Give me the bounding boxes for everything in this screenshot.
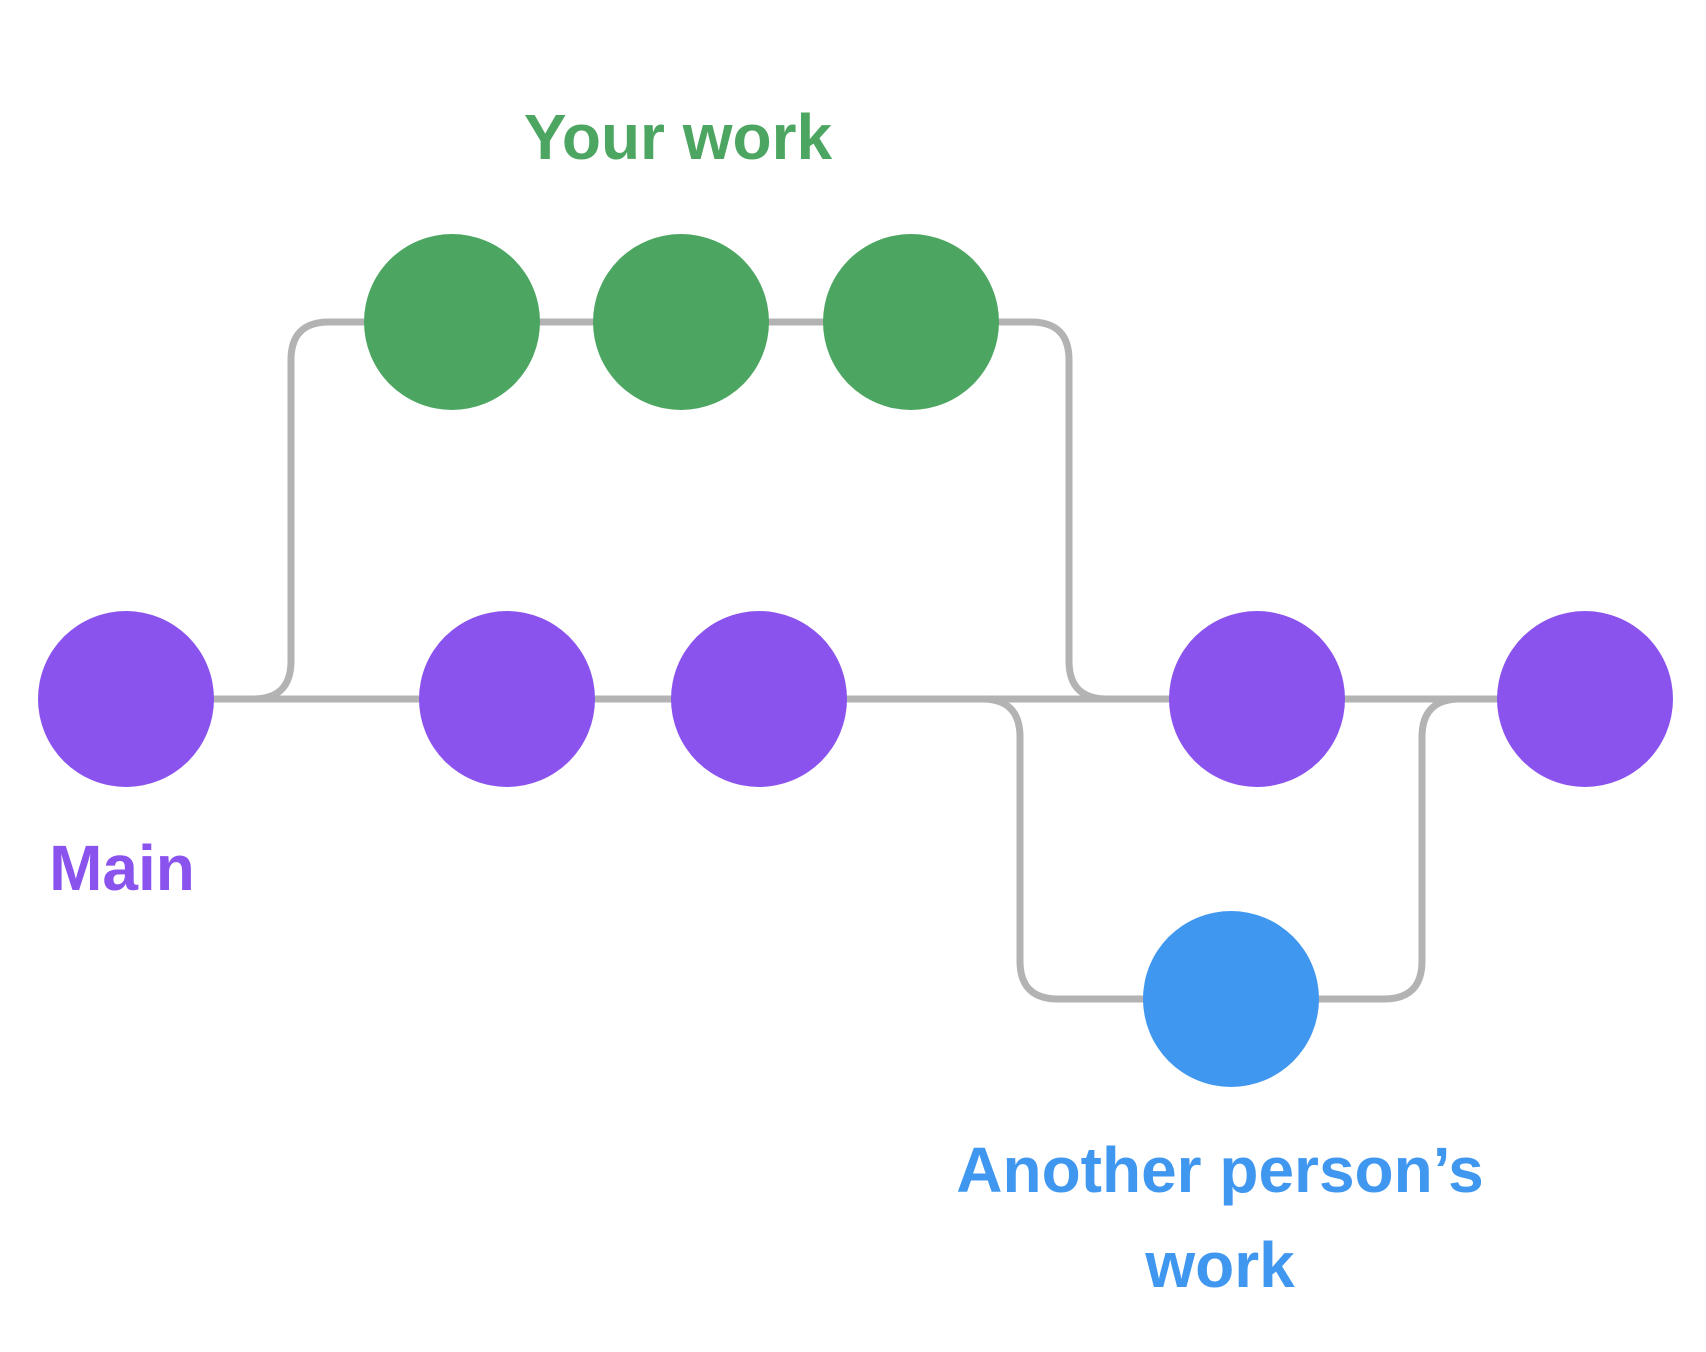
commit-node-main-5: [1497, 611, 1673, 787]
commit-node-your-work-2: [593, 234, 769, 410]
commit-node-your-work-1: [364, 234, 540, 410]
merge-in-another-persons-work: [1315, 695, 1501, 1003]
commit-node-main-3: [671, 611, 847, 787]
branch-label-main: Main: [49, 832, 195, 904]
branch-out-another-persons-work: [876, 695, 1147, 1003]
commit-node-another-persons-work-1: [1143, 911, 1319, 1087]
merge-in-your-work: [995, 318, 1173, 703]
commit-node-main-4: [1169, 611, 1345, 787]
commit-node-main-2: [419, 611, 595, 787]
branch-out-your-work: [210, 318, 368, 703]
branch-label-another-persons-work: Another person’s work: [956, 1134, 1484, 1301]
commit-node-main-1: [38, 611, 214, 787]
branch-label-your-work: Your work: [523, 101, 833, 173]
commit-node-your-work-3: [823, 234, 999, 410]
